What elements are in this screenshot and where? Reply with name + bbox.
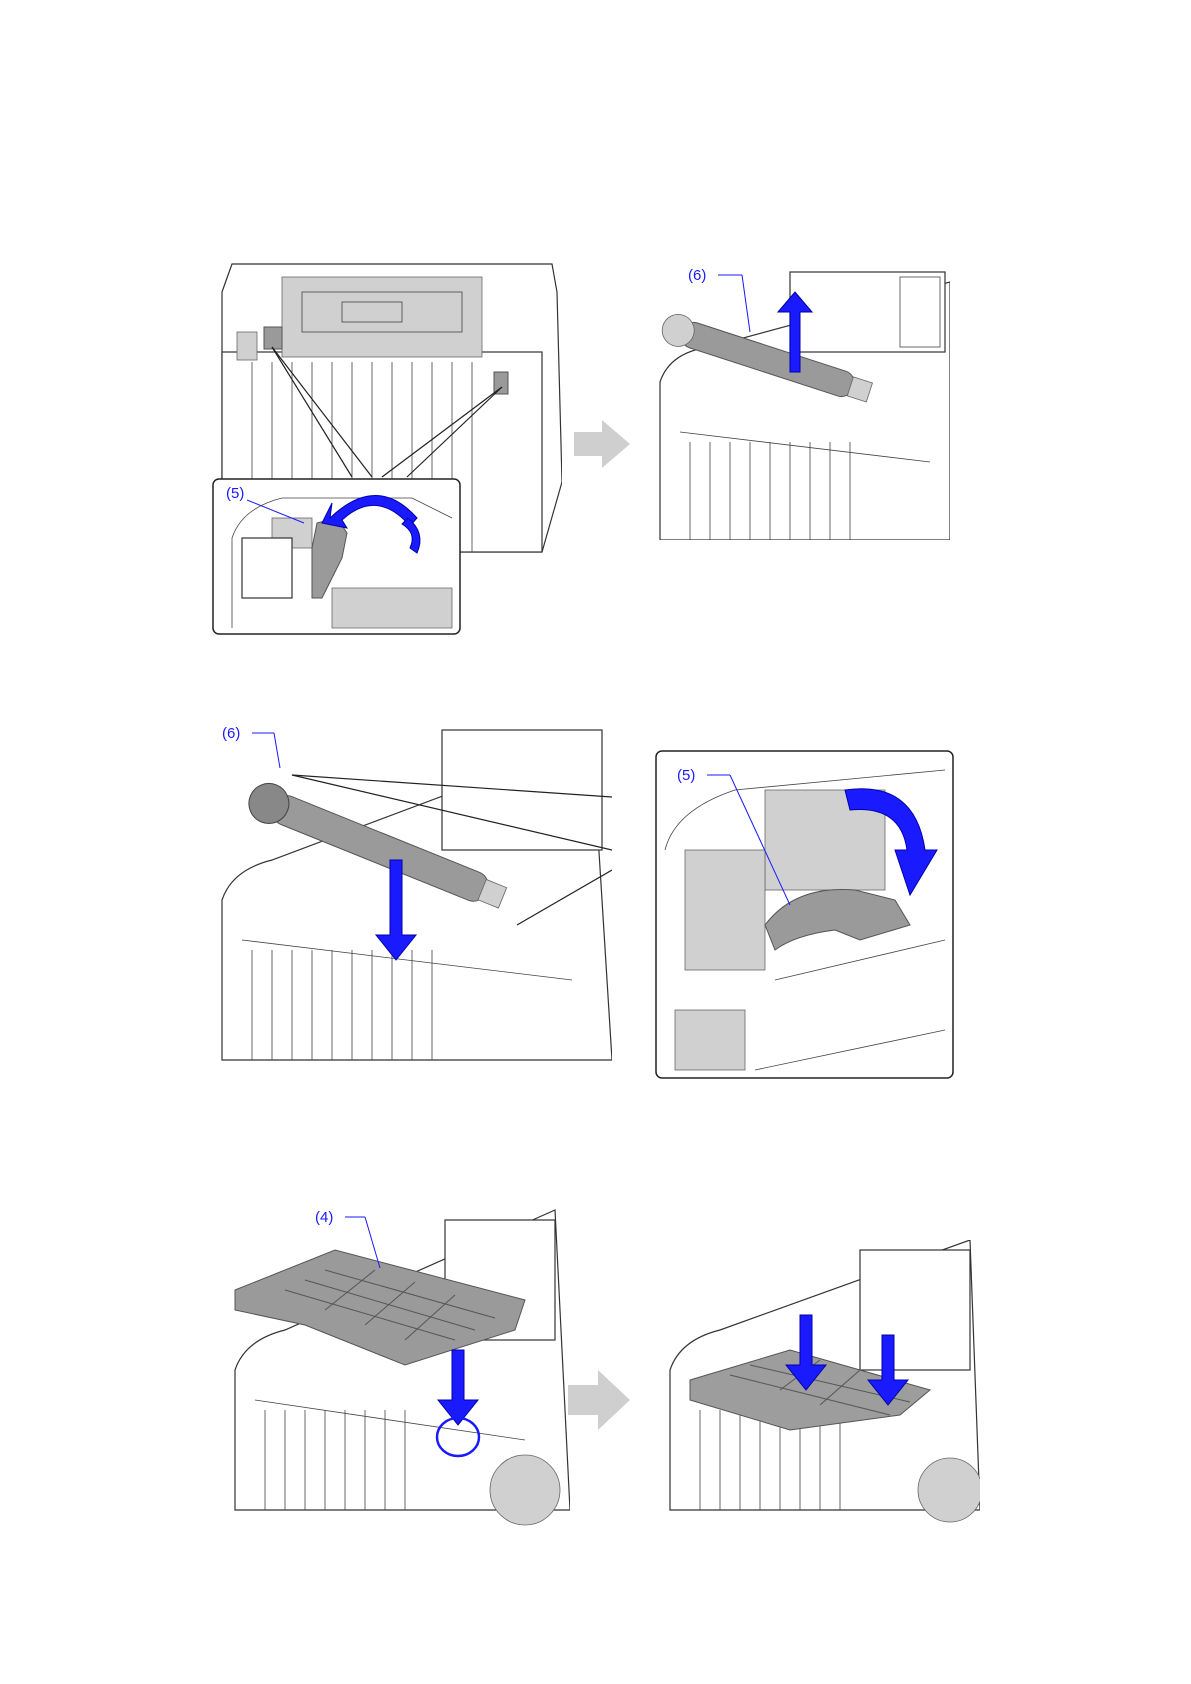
callout-guide-4: (4) [315,1209,333,1226]
figure-2-inset-latch-detail: (5) [655,750,955,1080]
callout-latch-5: (5) [677,767,695,784]
figure-3-left-guide-install: (4) [225,1200,570,1530]
step-arrow-right-icon [568,1370,630,1430]
figure-2-left-roller-install: (6) [212,720,612,1080]
callout-latch-5: (5) [226,485,244,502]
callout-roller-6: (6) [222,725,240,742]
step-arrow-right-icon [574,420,630,468]
figure-1-right-roller-removed: (6) [650,262,950,540]
figure-3-right-guide-installed [660,1240,980,1530]
callout-roller-6: (6) [688,267,706,284]
figure-1-inset-latch-detail: (5) [212,478,462,636]
